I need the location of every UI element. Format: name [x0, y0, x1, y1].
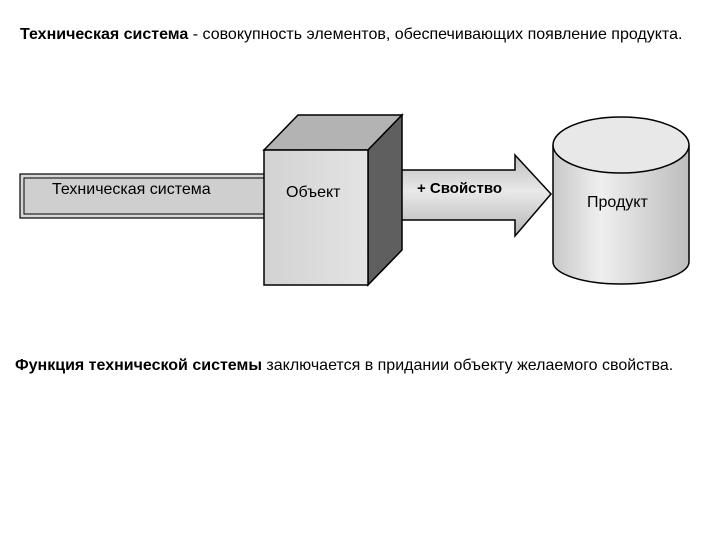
definition-text: совокупность элементов, обеспечивающих п… [202, 26, 683, 43]
function-paragraph: Функция технической системы заключается … [15, 354, 705, 377]
object-cube-label: Объект [286, 184, 341, 201]
product-cylinder-label: Продукт [587, 194, 648, 211]
system-bar-label: Техническая система [52, 181, 211, 198]
system-bar-inner [23, 177, 267, 215]
product-cylinder: Продукт [552, 116, 690, 285]
definition-term: Техническая система [20, 26, 189, 43]
object-cube-front [263, 149, 369, 286]
product-cylinder-body [552, 145, 690, 285]
object-cube: Объект [262, 113, 404, 287]
definition-separator: - [188, 26, 203, 43]
product-cylinder-top [552, 116, 690, 174]
function-text: заключается в придании объекту желаемого… [261, 357, 674, 374]
system-bar: Техническая система [19, 173, 267, 219]
property-arrow-label: + Свойство [417, 180, 502, 197]
definition-paragraph: Техническая система - совокупность элеме… [20, 23, 700, 46]
function-term: Функция технической системы [15, 357, 262, 374]
